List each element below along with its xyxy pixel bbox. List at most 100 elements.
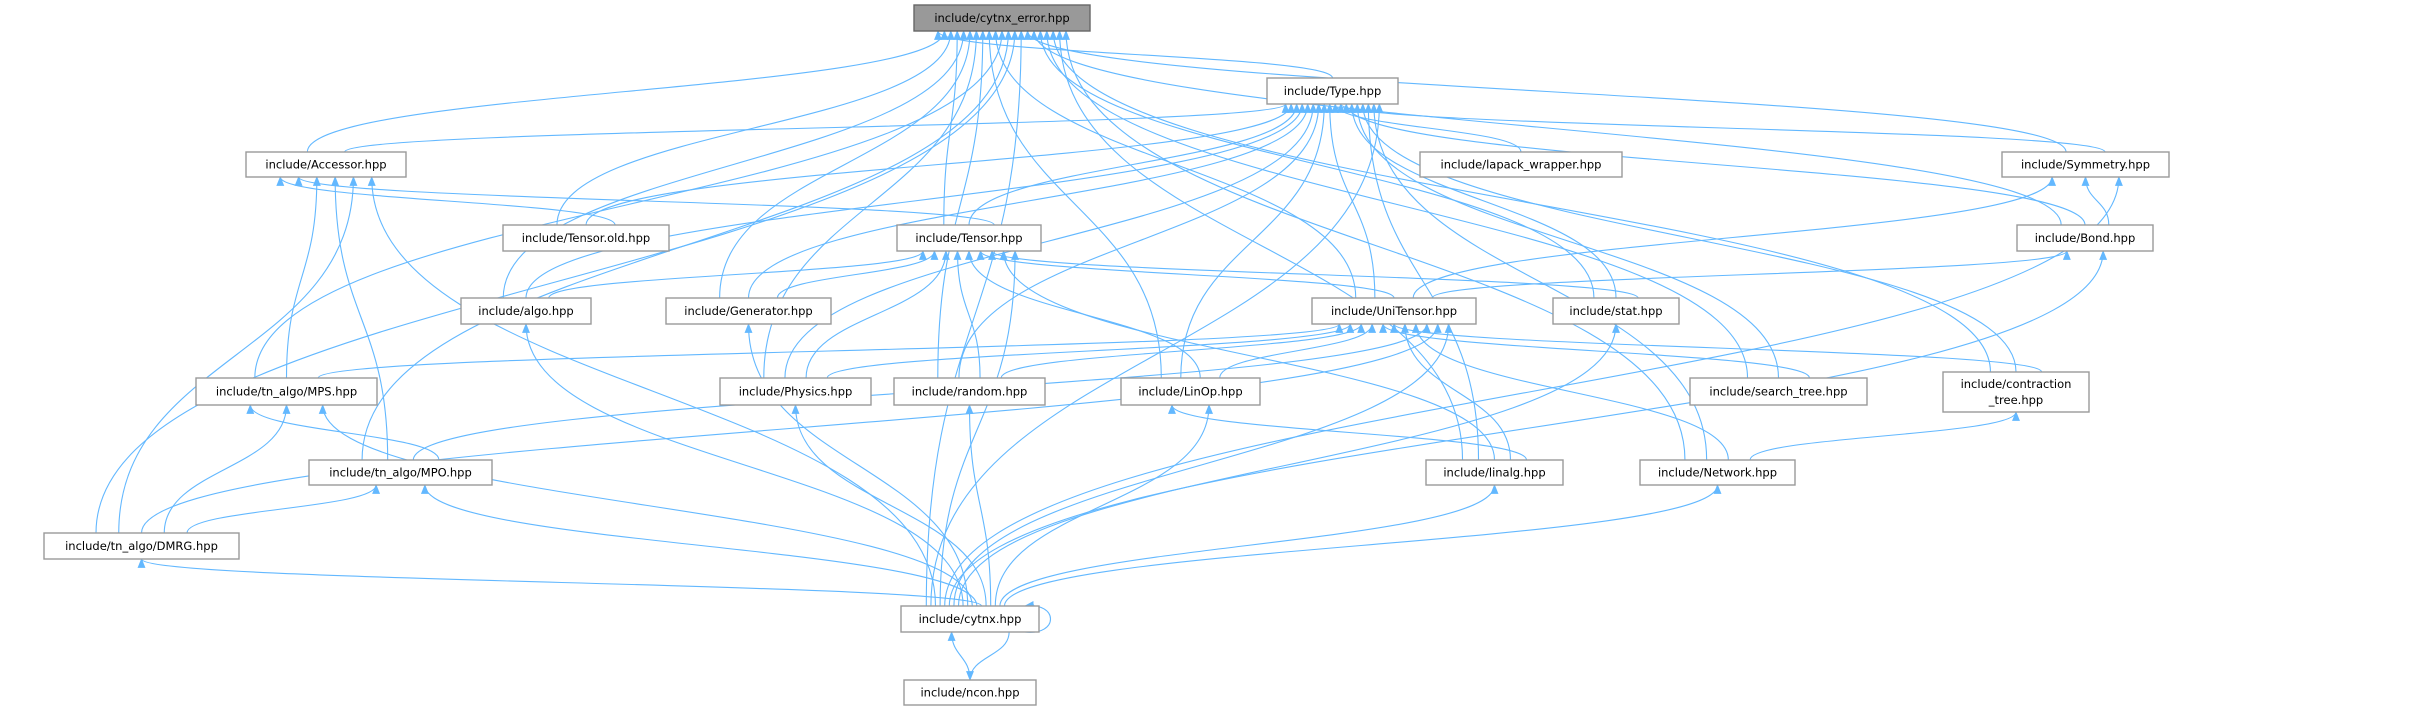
node-generator[interactable]: include/Generator.hpp [665, 297, 832, 325]
edge-search_tree-to-cytnx_error [1042, 30, 1749, 379]
node-linalg[interactable]: include/linalg.hpp [1425, 459, 1564, 486]
edge-tensor_old-to-cytnx_error [556, 30, 955, 226]
edge-physics-to-unitensor [826, 323, 1355, 379]
node-box [719, 377, 872, 406]
edge-cytnx-to-physics [791, 404, 987, 607]
edge-contraction_tree-to-type [1358, 103, 2017, 373]
node-random[interactable]: include/random.hpp [893, 377, 1046, 406]
node-label: include/cytnx.hpp [919, 612, 1022, 626]
edge-contraction_tree-to-unitensor [1390, 323, 2043, 373]
node-accessor[interactable]: include/Accessor.hpp [245, 151, 407, 178]
node-box [1120, 377, 1261, 406]
node-box [893, 377, 1046, 406]
node-box [43, 532, 240, 560]
node-box [896, 224, 1042, 252]
node-box [1689, 377, 1868, 406]
node-dmrg[interactable]: include/tn_algo/DMRG.hpp [43, 532, 240, 560]
node-label: include/Symmetry.hpp [2021, 158, 2150, 172]
node-box [665, 297, 832, 325]
edge-network-to-cytnx_error [1062, 30, 1686, 461]
edge-ncon-to-cytnx [947, 631, 971, 681]
edge-network-to-unitensor [1411, 323, 1729, 461]
edge-search_tree-to-unitensor [1379, 323, 1811, 379]
node-algo[interactable]: include/algo.hpp [460, 297, 592, 325]
edge-cytnx-to-symmetry [944, 176, 2123, 607]
edge-physics-to-type [784, 103, 1318, 379]
node-type[interactable]: include/Type.hpp [1266, 77, 1399, 105]
edge-algo-to-type [525, 103, 1307, 299]
nodes: include/cytnx_error.hpp include/Type.hpp i… [43, 4, 2170, 706]
node-ncon[interactable]: include/ncon.hpp [903, 679, 1037, 706]
node-box [245, 151, 407, 178]
node-box [1552, 297, 1680, 325]
edge-bond-to-type [1342, 103, 2086, 226]
node-contraction-tree[interactable]: include/contraction _tree.hpp [1942, 371, 2090, 413]
node-stat[interactable]: include/stat.hpp [1552, 297, 1680, 325]
node-mpo[interactable]: include/tn_algo/MPO.hpp [308, 459, 493, 486]
edge-stat-to-type [1347, 103, 1617, 299]
edge-tensor_old-to-accessor [276, 176, 616, 226]
node-label: include/Tensor.hpp [915, 231, 1022, 245]
node-box [2001, 151, 2170, 178]
node-physics[interactable]: include/Physics.hpp [719, 377, 872, 406]
node-label: include/tn_algo/MPS.hpp [216, 385, 357, 399]
edge-generator-to-tensor [776, 250, 939, 299]
node-label: include/algo.hpp [478, 304, 573, 318]
node-box [1419, 151, 1623, 178]
node-lapack[interactable]: include/lapack_wrapper.hpp [1419, 151, 1623, 178]
edge-linalg-to-linop [1168, 404, 1528, 461]
node-label: include/cytnx_error.hpp [934, 11, 1069, 25]
node-box [1266, 77, 1399, 105]
edge-mps-to-cytnx_error [254, 30, 1006, 379]
node-label: include/contraction [1961, 377, 2072, 391]
node-box [502, 224, 670, 252]
node-label: include/random.hpp [912, 385, 1028, 399]
edge-algo-to-tensor [548, 250, 927, 299]
edges [95, 30, 2123, 681]
node-linop[interactable]: include/LinOp.hpp [1120, 377, 1261, 406]
node-search-tree[interactable]: include/search_tree.hpp [1689, 377, 1868, 406]
edge-generator-to-cytnx_error [719, 30, 974, 299]
node-tensor[interactable]: include/Tensor.hpp [896, 224, 1042, 252]
edge-linalg-to-tensor [999, 250, 1496, 461]
node-label: include/tn_algo/MPO.hpp [329, 466, 472, 480]
edge-generator-to-type [747, 103, 1312, 299]
edge-cytnx-to-type [930, 103, 1384, 607]
edge-cytnx-to-mps [318, 404, 973, 607]
edge-bond-to-cytnx_error [1030, 30, 2062, 226]
node-cytnx-error[interactable]: include/cytnx_error.hpp [913, 4, 1091, 32]
edge-cytnx-to-network [1003, 484, 1722, 607]
node-mps[interactable]: include/tn_algo/MPS.hpp [195, 377, 378, 406]
node-label: include/Bond.hpp [2035, 231, 2136, 245]
edge-linop-to-type [1180, 103, 1329, 379]
edge-accessor-to-cytnx_error [306, 30, 949, 153]
edge-mpo-to-accessor [331, 176, 389, 461]
node-box [903, 679, 1037, 706]
node-box [1942, 371, 2090, 413]
node-label: _tree.hpp [1988, 393, 2043, 407]
node-box [1311, 297, 1477, 325]
edge-accessor-to-type [344, 103, 1290, 153]
node-unitensor[interactable]: include/UniTensor.hpp [1311, 297, 1477, 325]
node-cytnx[interactable]: include/cytnx.hpp [900, 605, 1040, 633]
edge-symmetry-to-type [1337, 103, 2106, 153]
node-bond[interactable]: include/Bond.hpp [2016, 224, 2154, 252]
edge-linalg-to-unitensor [1400, 323, 1512, 461]
node-label: include/Tensor.old.hpp [522, 231, 650, 245]
edge-random-to-cytnx_error [937, 30, 987, 379]
node-tensor-old[interactable]: include/Tensor.old.hpp [502, 224, 670, 252]
node-symmetry[interactable]: include/Symmetry.hpp [2001, 151, 2170, 178]
node-label: include/stat.hpp [1569, 304, 1662, 318]
node-label: include/tn_algo/DMRG.hpp [65, 539, 218, 553]
edge-cytnx-to-ncon [966, 631, 1010, 681]
edge-cytnx-to-dmrg [137, 558, 983, 607]
node-label: include/linalg.hpp [1443, 466, 1545, 480]
node-label: include/search_tree.hpp [1709, 385, 1847, 399]
edge-cytnx-to-tensor [939, 250, 1020, 607]
node-box [460, 297, 592, 325]
node-network[interactable]: include/Network.hpp [1639, 459, 1796, 486]
edge-cytnx-to-accessor [367, 176, 937, 607]
edge-tensor-to-accessor [294, 176, 995, 226]
node-box [900, 605, 1040, 633]
edge-linop-to-cytnx_error [985, 30, 1162, 379]
